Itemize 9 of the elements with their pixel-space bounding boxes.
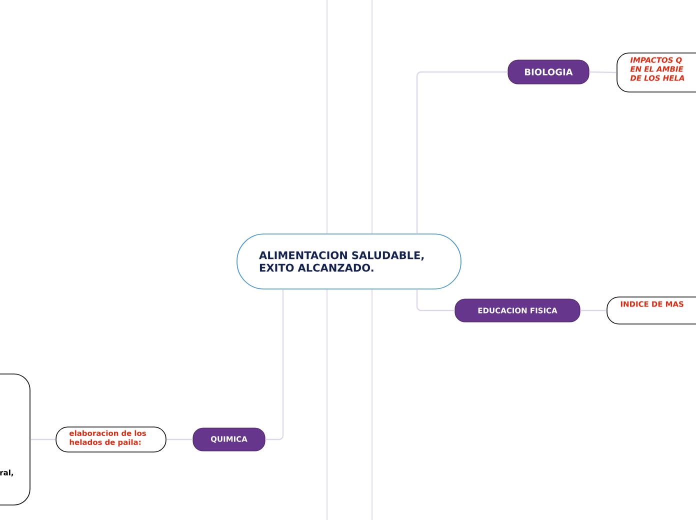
- connector-line: [416, 289, 455, 312]
- connector-line: [416, 71, 508, 234]
- connector-line: [166, 438, 193, 440]
- central-topic-box: ALIMENTACION SALUDABLE, EXITO ALCANZADO.: [236, 234, 462, 290]
- connector-line: [580, 310, 607, 312]
- connector-line: [30, 438, 56, 440]
- connector-line: [265, 289, 284, 440]
- topic-pill: BIOLOGIA: [508, 60, 590, 84]
- connector-line: [589, 71, 617, 74]
